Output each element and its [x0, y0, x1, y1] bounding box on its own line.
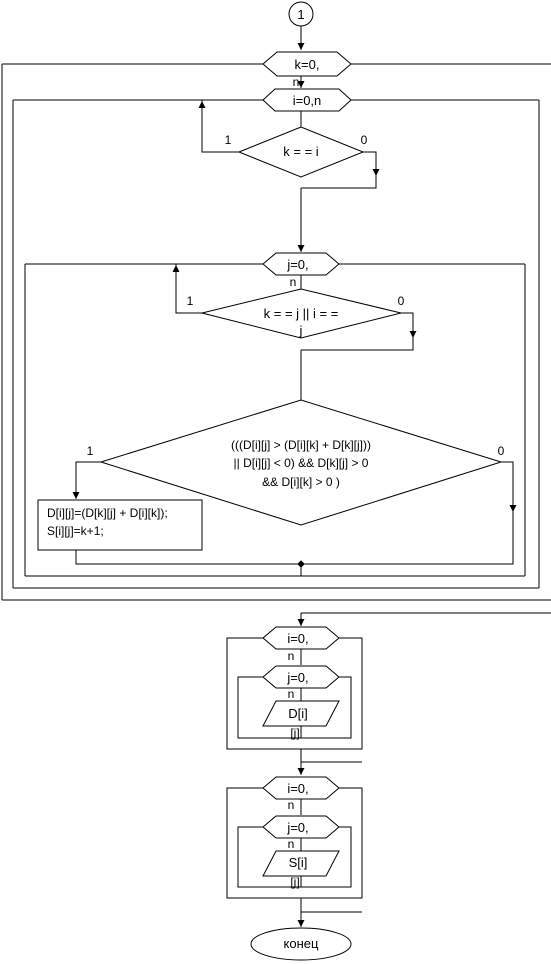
out-s-loop-j-frame	[237, 826, 352, 888]
out-d-loop-i-bound: n	[288, 649, 295, 663]
assign-line1: D[i][j]=(D[k][j] + D[i][k]);	[47, 506, 168, 520]
out-d-loop-j-text: j=0,	[286, 670, 308, 685]
out-s-io-line2: [j]	[290, 875, 299, 889]
loop-j-header-text: j=0,	[286, 257, 308, 272]
decision-main-yes: 1	[87, 444, 94, 458]
out-d-io-line1: D[i]	[288, 706, 308, 721]
assign-line2: S[i][j]=k+1;	[47, 524, 104, 538]
out-s-loop-i-frame	[226, 787, 363, 899]
connector-label: 1	[297, 7, 304, 22]
out-d-loop-j-frame	[237, 676, 352, 739]
decision-k-eq-i-yes: 1	[225, 133, 232, 147]
out-d-loop-i-frame	[226, 637, 363, 750]
out-s-loop-i-bound: n	[288, 798, 295, 812]
end-label: конец	[284, 936, 319, 951]
decision-main-line1: (((D[i][j] > (D[i][k] + D[k][j]))	[231, 438, 371, 452]
branch-yes-line	[75, 461, 101, 499]
decision-k-eq-i-text: k = = i	[283, 144, 319, 159]
out-s-loop-j-bound: n	[288, 837, 295, 851]
out-s-loop-j-text: j=0,	[286, 820, 308, 835]
decision-main-no: 0	[498, 444, 505, 458]
out-s-io-line1: S[i]	[289, 855, 308, 870]
flow-line	[75, 550, 301, 565]
decision-k-eq-j-line2: j	[299, 323, 303, 338]
loop-i-header-text: i=0,n	[293, 93, 322, 108]
loop-k-bound: n	[293, 75, 300, 89]
decision-k-eq-j-line1: k = = j || i = =	[264, 306, 339, 321]
out-d-io-line2: [j]	[290, 726, 299, 740]
out-d-io-block	[262, 700, 340, 727]
branch-yes-line	[201, 100, 239, 153]
out-s-io-block	[262, 850, 340, 877]
assign-block	[37, 499, 203, 551]
decision-main-line2: || D[i][j] < 0) && D[k][j] > 0	[234, 456, 369, 470]
decision-k-eq-j-yes: 1	[187, 294, 194, 308]
decision-main-line3: && D[i][k] > 0 )	[262, 475, 340, 489]
branch-no-line	[301, 461, 514, 565]
out-d-loop-i-text: i=0,	[287, 631, 308, 646]
end-terminator	[250, 927, 352, 961]
out-s-loop-i-text: i=0,	[287, 781, 308, 796]
loop-k-header-text: k=0,	[295, 57, 320, 72]
decision-k-eq-j-no: 0	[398, 294, 405, 308]
loop-j-bound: n	[290, 275, 297, 289]
out-d-loop-j-bound: n	[288, 687, 295, 701]
decision-k-eq-i-no: 0	[361, 133, 368, 147]
